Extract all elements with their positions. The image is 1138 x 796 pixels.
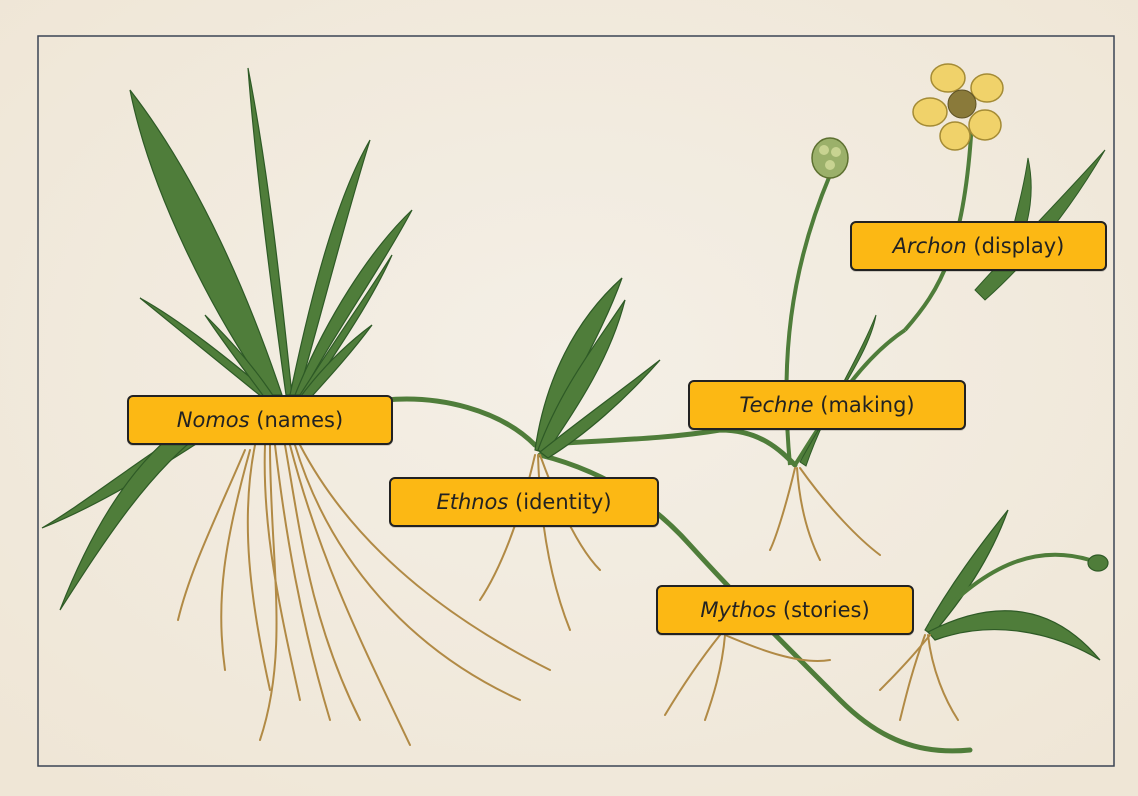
label-techne-gloss: (making) bbox=[820, 393, 914, 417]
label-archon-term: Archon bbox=[893, 234, 967, 258]
label-mythos-term: Mythos bbox=[700, 598, 776, 622]
label-mythos-gloss: (stories) bbox=[783, 598, 870, 622]
label-archon: Archon (display) bbox=[850, 221, 1107, 271]
label-mythos: Mythos (stories) bbox=[656, 585, 914, 635]
label-techne: Techne (making) bbox=[688, 380, 966, 430]
label-nomos-term: Nomos bbox=[177, 408, 250, 432]
label-nomos: Nomos (names) bbox=[127, 395, 393, 445]
label-nomos-gloss: (names) bbox=[256, 408, 343, 432]
label-ethnos: Ethnos (identity) bbox=[389, 477, 659, 527]
label-ethnos-gloss: (identity) bbox=[515, 490, 612, 514]
label-techne-term: Techne bbox=[739, 393, 813, 417]
label-ethnos-term: Ethnos bbox=[436, 490, 508, 514]
label-archon-gloss: (display) bbox=[973, 234, 1064, 258]
